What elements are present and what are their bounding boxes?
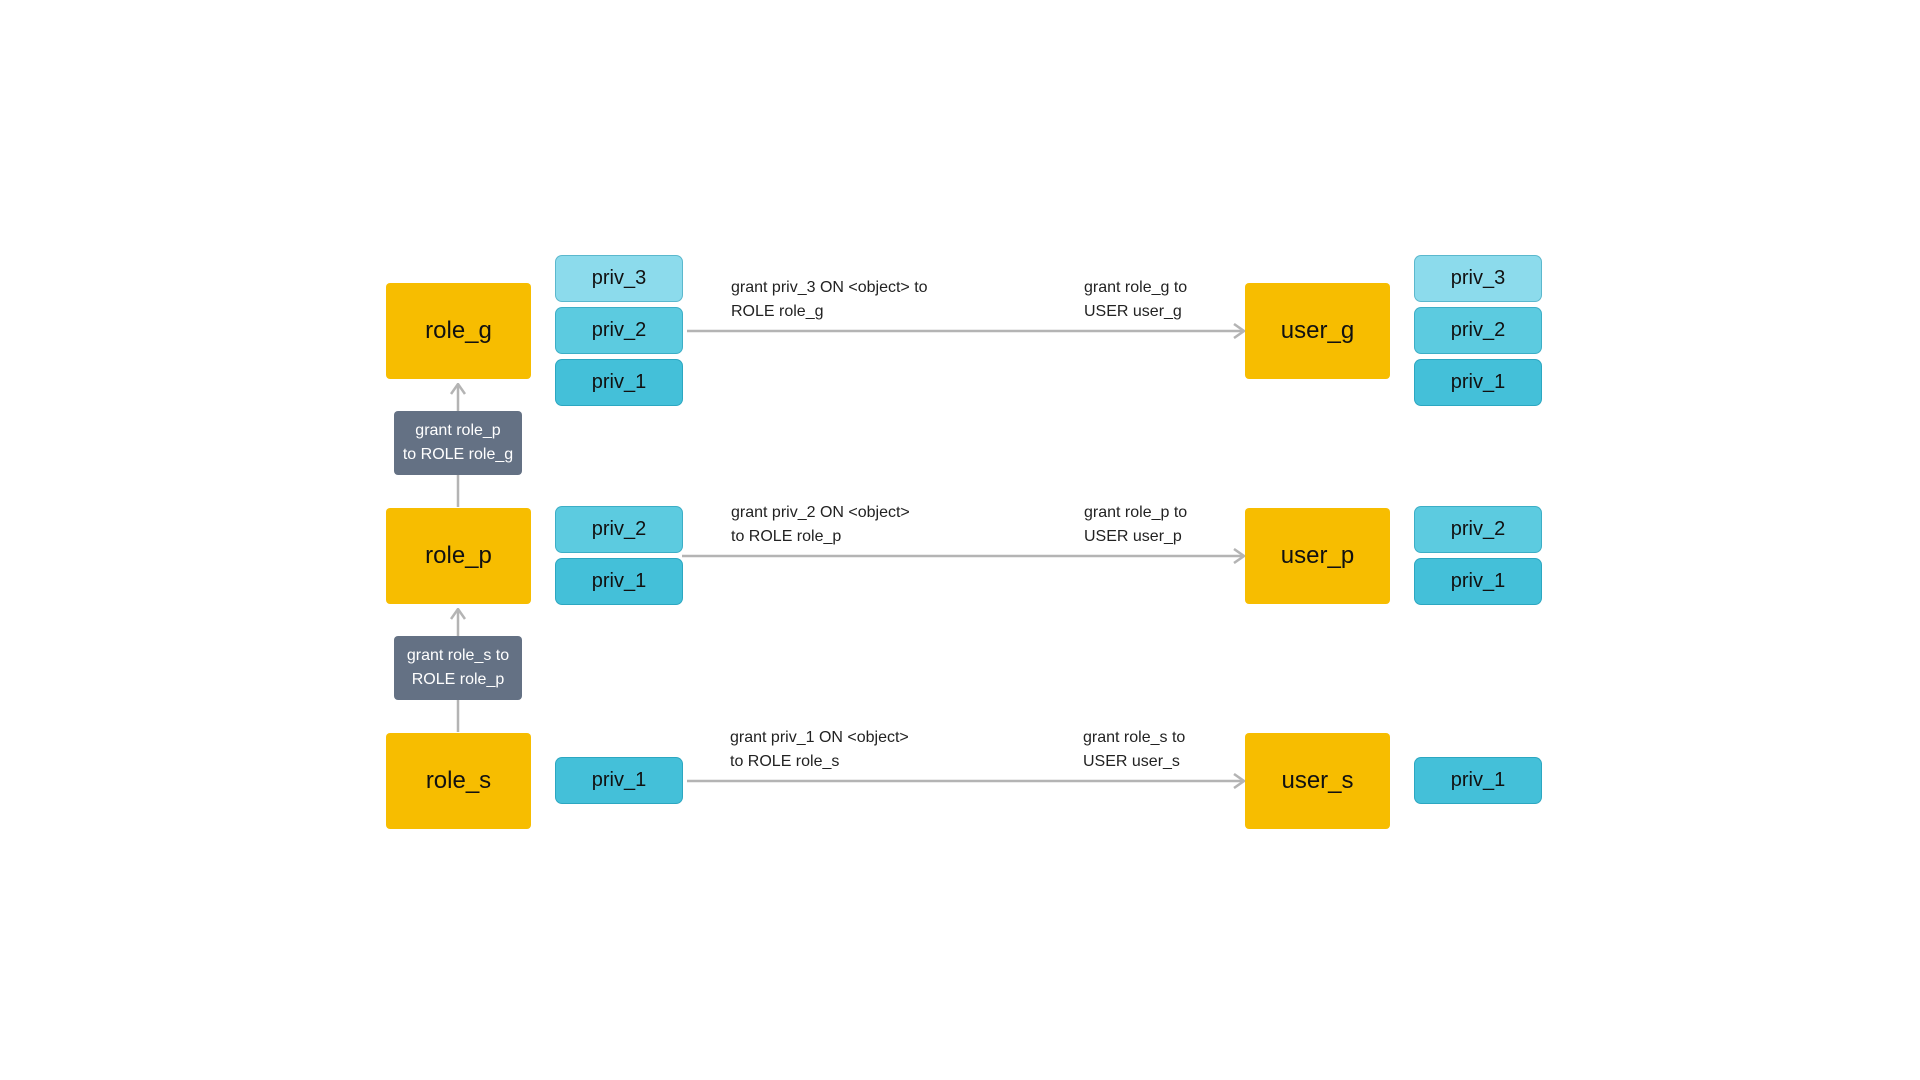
edge-label-g-priv: grant priv_3 ON <object> to ROLE role_g: [731, 279, 928, 320]
priv-label: priv_1: [1450, 570, 1506, 592]
user-g-label: user_g: [1280, 317, 1355, 344]
role-g-priv-2: priv_2: [555, 307, 683, 354]
role-p-priv-2: priv_2: [555, 506, 683, 553]
priv-label: priv_2: [591, 518, 647, 540]
user-g-priv-1: priv_1: [1414, 359, 1542, 406]
user-s-label: user_s: [1281, 767, 1354, 794]
user-p-label: user_p: [1280, 542, 1355, 569]
user-s-priv-1: priv_1: [1414, 757, 1542, 804]
priv-label: priv_3: [1450, 267, 1506, 289]
priv-label: priv_1: [591, 769, 647, 791]
grant-role-s-to-role-p: grant role_s to ROLE role_p: [394, 636, 522, 700]
edge-label-s-user: grant role_s to USER user_s: [1083, 729, 1186, 770]
role-s-priv-1: priv_1: [555, 757, 683, 804]
role-s-label: role_s: [425, 767, 492, 794]
role-g-priv-3: priv_3: [555, 255, 683, 302]
priv-label: priv_2: [1450, 319, 1506, 341]
grant-role-p-to-role-g: grant role_p to ROLE role_g: [394, 411, 522, 475]
user-g-priv-3: priv_3: [1414, 255, 1542, 302]
edge-label-p-user: grant role_p to USER user_p: [1084, 504, 1188, 545]
role-p-node: role_p: [386, 508, 531, 604]
priv-label: priv_1: [1450, 371, 1506, 393]
priv-label: priv_2: [1450, 518, 1506, 540]
role-g-label: role_g: [425, 317, 492, 344]
user-p-priv-1: priv_1: [1414, 558, 1542, 605]
edge-label-g-user: grant role_g to USER user_g: [1084, 279, 1188, 320]
priv-label: priv_1: [1450, 769, 1506, 791]
priv-label: priv_1: [591, 371, 647, 393]
priv-label: priv_2: [591, 319, 647, 341]
role-p-label: role_p: [425, 542, 492, 569]
role-g-node: role_g: [386, 283, 531, 379]
role-g-priv-1: priv_1: [555, 359, 683, 406]
role-p-priv-1: priv_1: [555, 558, 683, 605]
edge-label-p-priv: grant priv_2 ON <object> to ROLE role_p: [731, 504, 910, 545]
priv-label: priv_1: [591, 570, 647, 592]
user-p-priv-2: priv_2: [1414, 506, 1542, 553]
priv-label: priv_3: [591, 267, 647, 289]
user-g-node: user_g: [1245, 283, 1390, 379]
user-s-node: user_s: [1245, 733, 1390, 829]
user-p-node: user_p: [1245, 508, 1390, 604]
user-g-priv-2: priv_2: [1414, 307, 1542, 354]
edge-label-s-priv: grant priv_1 ON <object> to ROLE role_s: [730, 729, 909, 770]
role-s-node: role_s: [386, 733, 531, 829]
